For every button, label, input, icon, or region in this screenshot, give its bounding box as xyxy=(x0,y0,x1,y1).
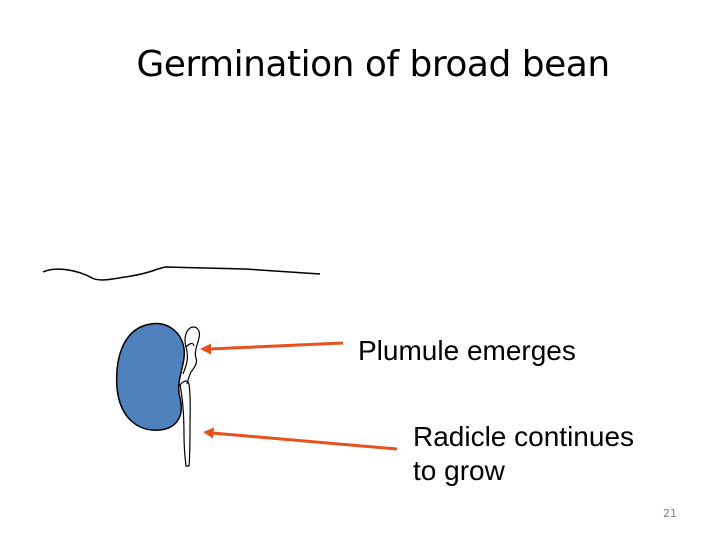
bean-seed xyxy=(115,322,185,431)
radicle-root xyxy=(179,380,191,467)
slide-number: 21 xyxy=(663,507,677,520)
radicle-label: Radicle continues to grow xyxy=(413,420,634,488)
radicle-arrow-line xyxy=(211,431,398,451)
plumule-label: Plumule emerges xyxy=(358,335,576,366)
plumule-shoot xyxy=(182,326,201,385)
soil-surface-line xyxy=(42,266,321,281)
radicle-label-line-2: to grow xyxy=(413,455,505,486)
radicle-arrowhead xyxy=(203,427,214,439)
slide-title: Germination of broad bean xyxy=(136,44,610,85)
radicle-label-line-1: Radicle continues xyxy=(413,421,635,452)
plumule-arrowhead xyxy=(200,343,211,355)
plumule-arrow-line xyxy=(208,341,344,351)
